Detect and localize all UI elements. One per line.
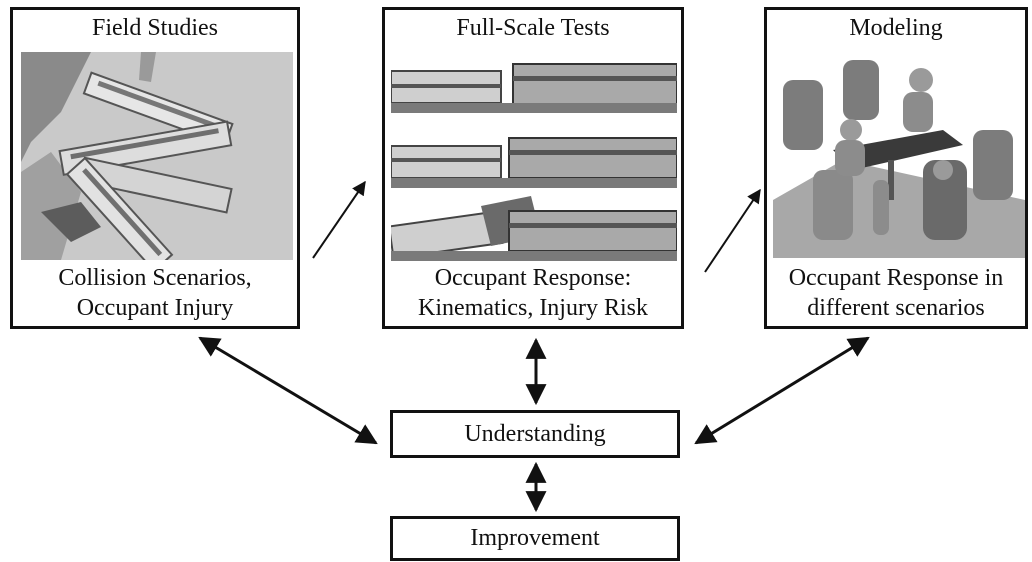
understanding-label: Understanding: [464, 420, 606, 447]
arrow-field-understanding: [198, 336, 378, 445]
modeling-caption-1: Occupant Response in: [788, 265, 1004, 291]
field-studies-title: Field Studies: [91, 15, 218, 41]
improvement-box: Improvement: [390, 516, 680, 561]
field-studies-caption-1: Collision Scenarios,: [58, 265, 252, 291]
modeling-photo: [773, 50, 1025, 258]
understanding-box: Understanding: [390, 410, 680, 458]
full-scale-tests-photo: [391, 46, 677, 261]
full-scale-tests-caption-2: Kinematics, Injury Risk: [418, 295, 648, 321]
field-studies-photo: [21, 52, 293, 260]
modeling-title: Modeling: [849, 15, 943, 41]
improvement-label: Improvement: [470, 525, 600, 551]
full-scale-tests-title: Full-Scale Tests: [456, 15, 610, 41]
arrow-tests-to-modeling: [704, 188, 761, 273]
field-studies-panel: Field Studies Collision Scen: [10, 7, 300, 329]
modeling-caption-2: different scenarios: [807, 295, 985, 321]
arrow-modeling-understanding: [694, 336, 870, 445]
full-scale-tests-caption-1: Occupant Response:: [434, 265, 632, 291]
modeling-panel: Modeling Occupant Response in different …: [764, 7, 1028, 329]
field-studies-caption-2: Occupant Injury: [76, 295, 234, 321]
arrow-field-to-tests: [312, 180, 366, 259]
full-scale-tests-panel: Full-Scale Tests Occupant Respons: [382, 7, 684, 329]
